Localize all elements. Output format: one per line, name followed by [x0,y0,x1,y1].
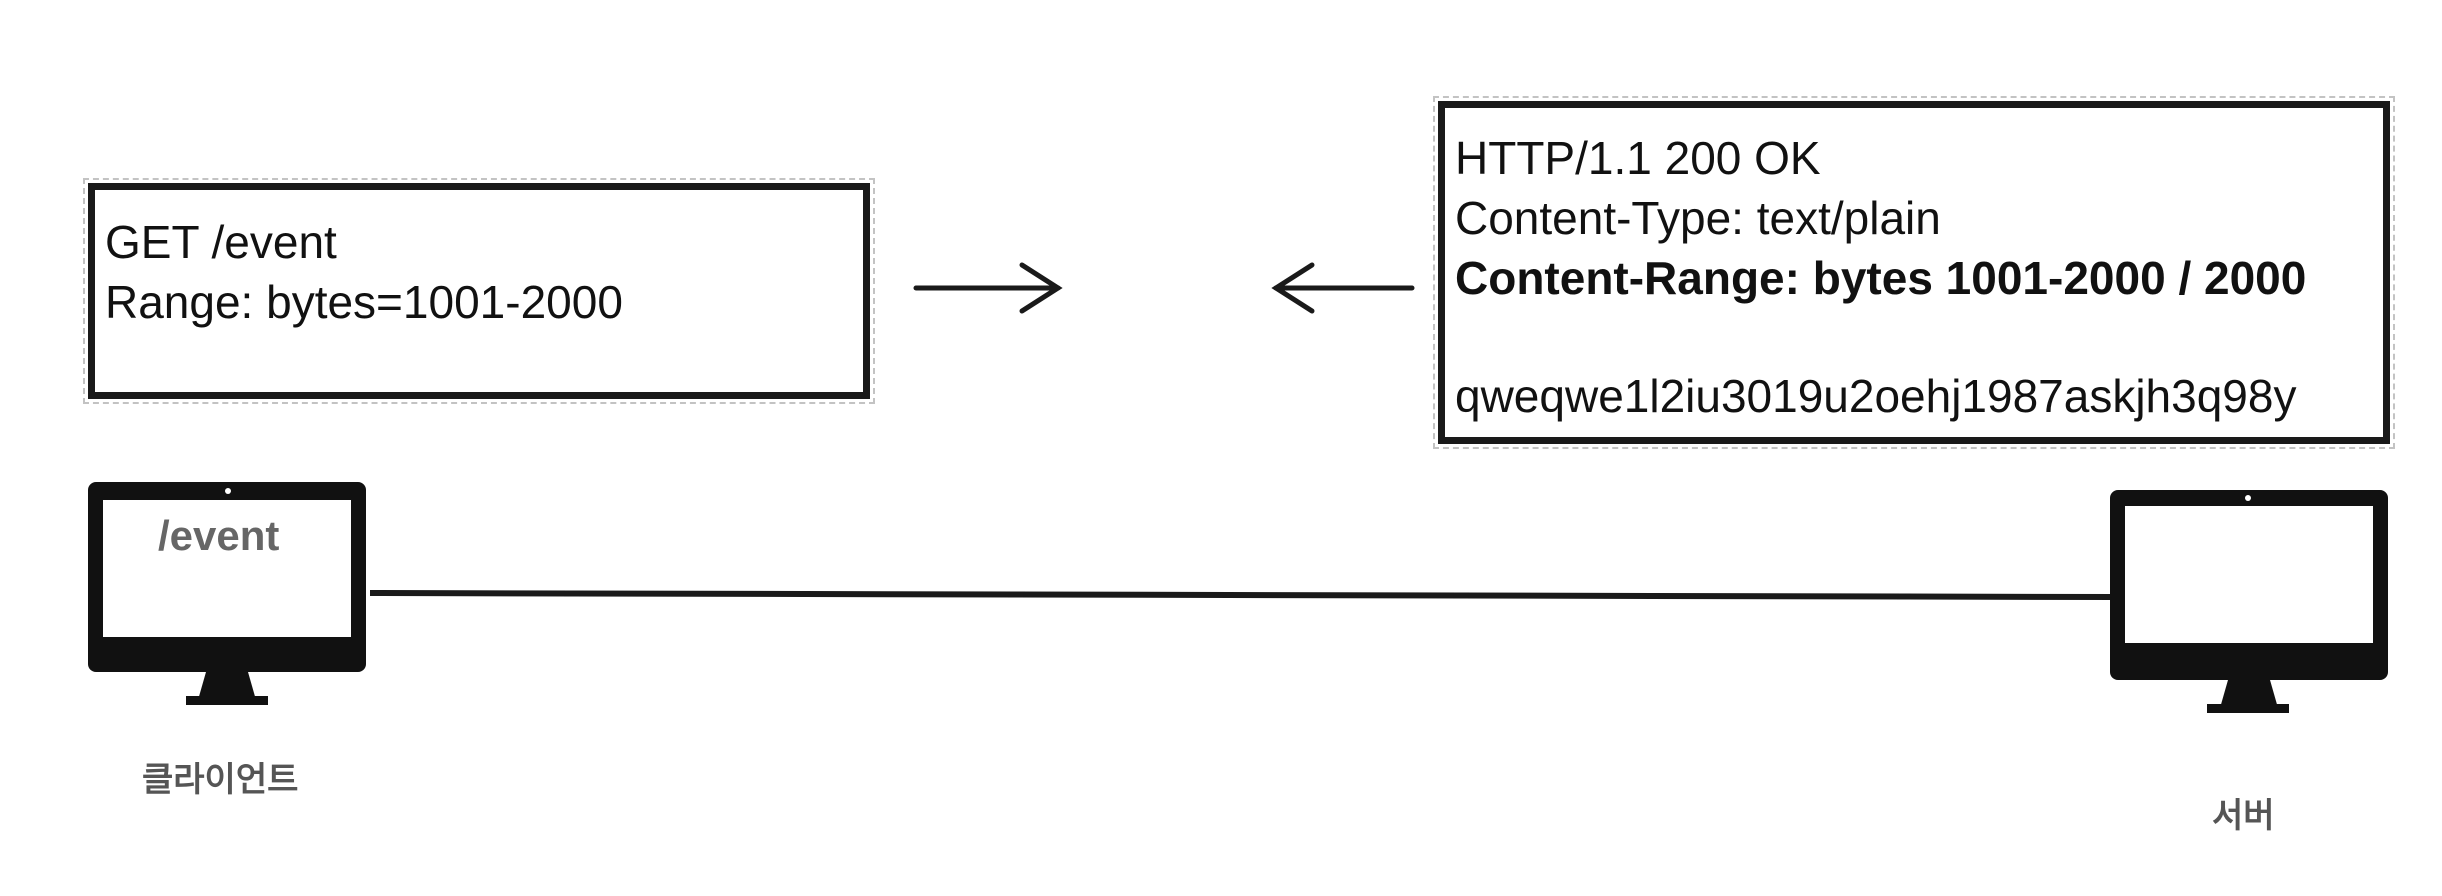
client-label: 클라이언트 [142,760,299,800]
content-type-header: Content-Type: text/plain [1455,192,1941,244]
range-header: Range: bytes=1001-2000 [105,276,623,328]
response-message-box: HTTP/1.1 200 OK Content-Type: text/plain… [1433,96,2395,449]
monitor-icon [2110,490,2388,713]
arrow-right-icon [913,262,1063,314]
network-connection-line [369,590,2113,600]
request-line: GET /event [105,216,337,268]
arrow-left-icon [1271,262,1415,314]
response-body: qweqwe1l2iu3019u2oehj1987askjh3q98y [1455,370,2297,422]
client-screen-url: /event [158,512,280,559]
content-range-header: Content-Range: bytes 1001-2000 / 2000 [1455,252,2307,304]
monitor-icon [88,482,366,705]
status-line: HTTP/1.1 200 OK [1455,132,1821,184]
server-label: 서버 [2212,796,2275,836]
